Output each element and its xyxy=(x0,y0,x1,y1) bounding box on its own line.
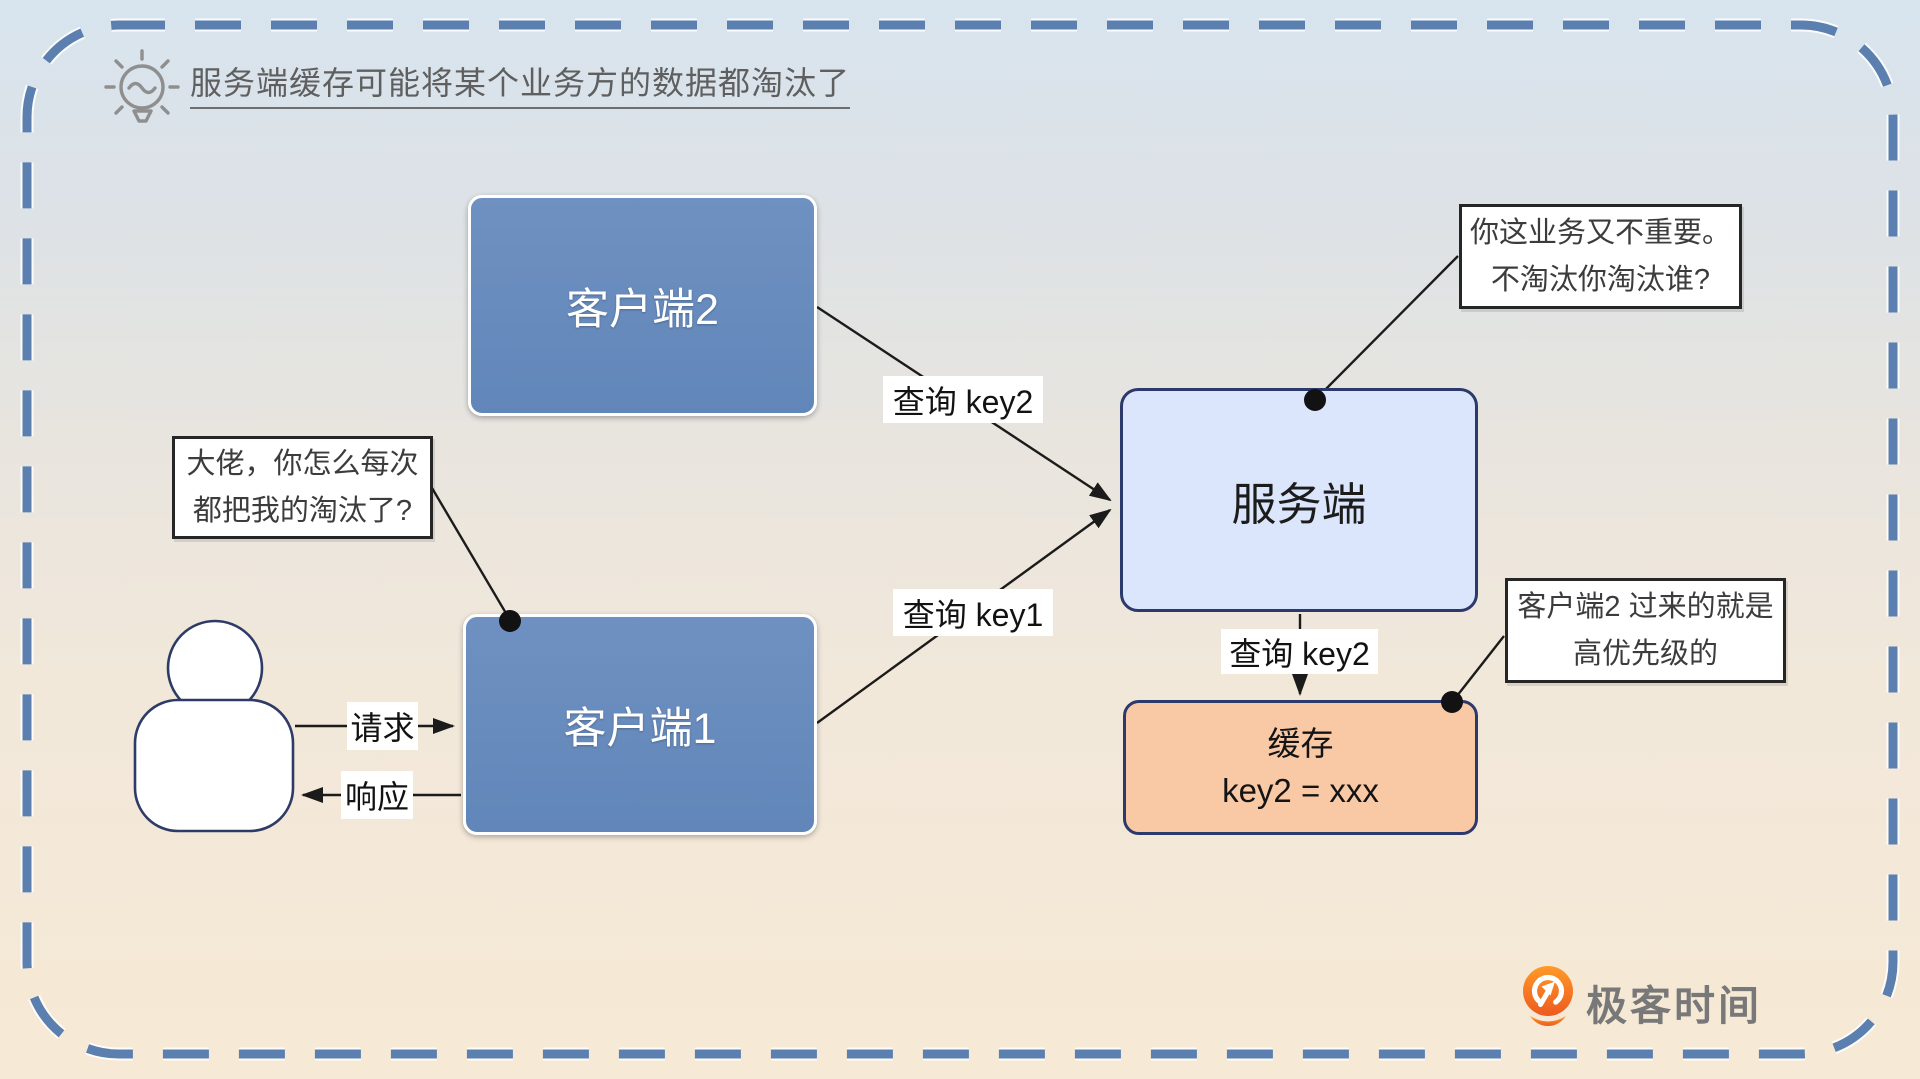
node-client1: 客户端1 xyxy=(463,614,817,835)
callout-server-reply-line2: 不淘汰你淘汰谁? xyxy=(1490,263,1711,296)
callout-server-reply: 你这业务又不重要。 不淘汰你淘汰谁? xyxy=(1459,204,1742,309)
connector-dot-client1 xyxy=(499,610,521,632)
node-client2: 客户端2 xyxy=(468,195,817,416)
diagram-title: 服务端缓存可能将某个业务方的数据都淘汰了 xyxy=(190,58,851,109)
callout-client1-complaint-line2: 都把我的淘汰了? xyxy=(192,494,413,527)
callout-client1-complaint: 大佬，你怎么每次 都把我的淘汰了? xyxy=(172,436,433,539)
diagram-title-text: 服务端缓存可能将某个业务方的数据都淘汰了 xyxy=(190,65,851,109)
node-cache-title: 缓存 xyxy=(1267,725,1334,763)
callout-server-reply-line1: 你这业务又不重要。 xyxy=(1469,217,1731,250)
connector-dot-server xyxy=(1304,389,1326,411)
callout-client1-complaint-line1: 大佬，你怎么每次 xyxy=(186,448,419,481)
node-cache: 缓存 key2 = xxx xyxy=(1123,700,1478,835)
node-client2-label: 客户端2 xyxy=(566,285,719,334)
callout-line-client1 xyxy=(430,487,512,621)
person-icon xyxy=(133,619,295,833)
node-cache-value: key2 = xxx xyxy=(1222,771,1379,809)
geektime-logo-icon xyxy=(1523,966,1573,1026)
edge-label-query-key2-bottom: 查询 key2 xyxy=(1221,629,1378,674)
node-server-label: 服务端 xyxy=(1231,478,1367,530)
edge-label-request: 请求 xyxy=(347,702,418,750)
callout-line-server xyxy=(1315,255,1459,400)
node-server: 服务端 xyxy=(1120,388,1478,612)
dashed-border-halo xyxy=(20,18,1900,1061)
callout-cache-note-line2: 高优先级的 xyxy=(1572,637,1718,670)
edge-label-query-key1: 查询 key1 xyxy=(893,589,1053,636)
connector-dot-cache xyxy=(1441,691,1463,713)
callout-cache-note: 客户端2 过来的就是 高优先级的 xyxy=(1505,578,1786,683)
geektime-logo-text: 极客时间 xyxy=(1586,983,1762,1029)
edge-label-response: 响应 xyxy=(341,771,413,819)
edge-label-query-key2-top: 查询 key2 xyxy=(883,376,1043,423)
node-client1-label: 客户端1 xyxy=(563,704,717,753)
dashed-border xyxy=(22,20,1898,1059)
lightbulb-icon xyxy=(104,49,180,123)
callout-cache-note-line1: 客户端2 过来的就是 xyxy=(1517,591,1774,624)
callout-line-cache xyxy=(1452,635,1505,702)
